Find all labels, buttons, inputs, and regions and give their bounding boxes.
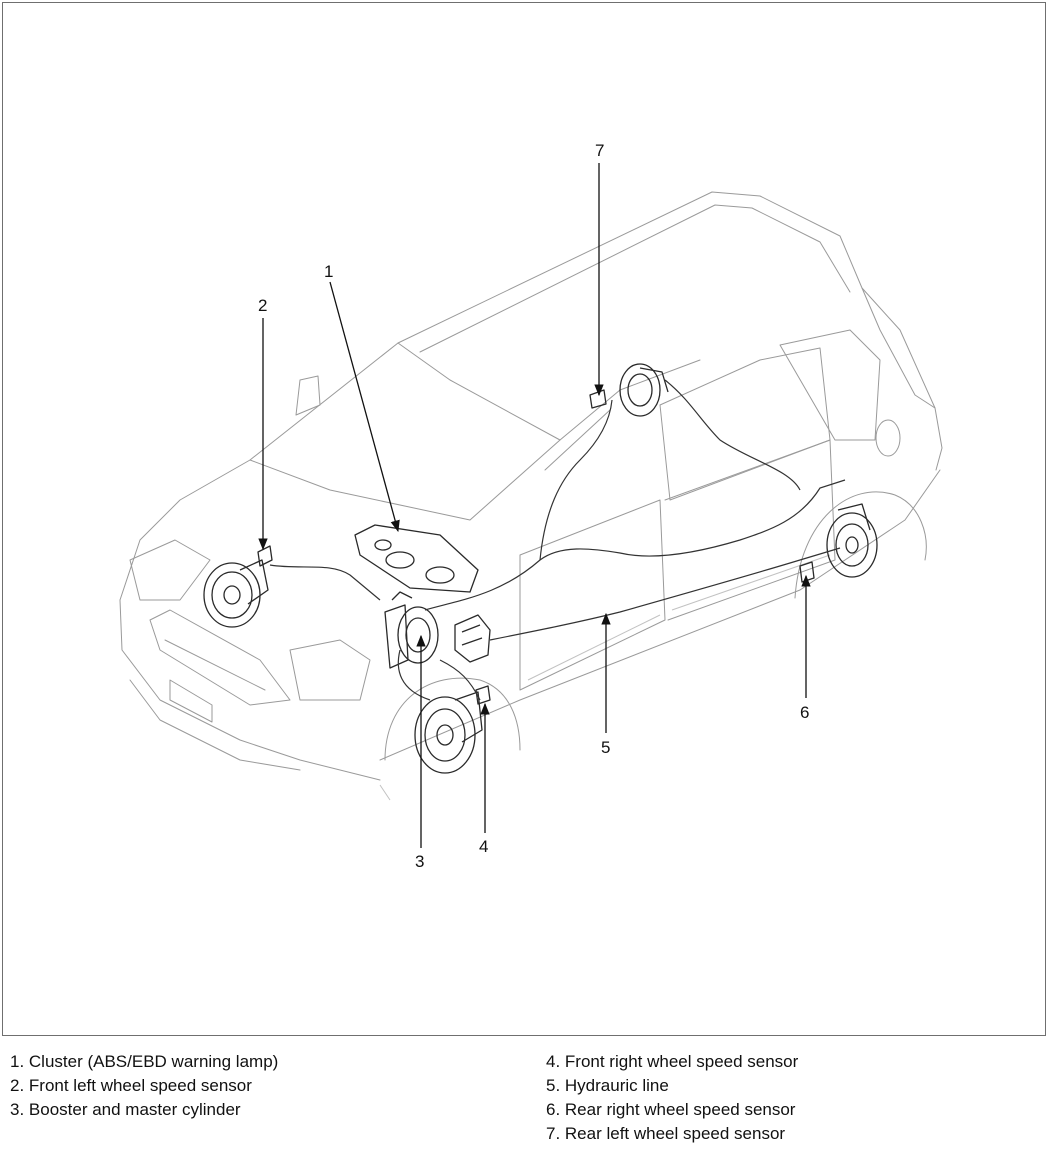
booster-master-cylinder: [384, 591, 439, 669]
cluster-instrument-panel: [354, 524, 479, 593]
legend-item-1: 1. Cluster (ABS/EBD warning lamp): [10, 1052, 279, 1071]
leader-lines: [258, 163, 811, 848]
rear-right-brake-disc: [826, 503, 878, 578]
legend-right-column: 4. Front right wheel speed sensor 5. Hyd…: [546, 1050, 798, 1146]
legend-item-6: 6. Rear right wheel speed sensor: [546, 1100, 796, 1119]
front-left-brake-disc: [203, 559, 269, 628]
leader-1: [329, 281, 400, 533]
brake-components: [203, 363, 878, 774]
callout-1: 1: [324, 262, 333, 281]
hydraulic-lines: [269, 379, 846, 701]
callout-4: 4: [479, 837, 488, 856]
abs-modulator: [454, 614, 491, 663]
diagram-frame: [2, 2, 1046, 1036]
legend-left-column: 1. Cluster (ABS/EBD warning lamp) 2. Fro…: [10, 1050, 278, 1122]
car-body-outline: [119, 191, 943, 801]
callout-5: 5: [601, 738, 610, 757]
front-right-brake-disc: [414, 691, 483, 774]
callout-3: 3: [415, 852, 424, 871]
rear-left-brake-disc: [619, 363, 669, 417]
legend-item-5: 5. Hydrauric line: [546, 1076, 669, 1095]
legend-item-7: 7. Rear left wheel speed sensor: [546, 1124, 786, 1143]
legend-item-4: 4. Front right wheel speed sensor: [546, 1052, 799, 1071]
callout-6: 6: [800, 703, 809, 722]
legend-item-3: 3. Booster and master cylinder: [10, 1100, 241, 1119]
callout-7: 7: [595, 141, 604, 160]
rear-left-sensor: [589, 389, 607, 409]
front-right-sensor: [475, 685, 491, 705]
front-left-sensor: [257, 545, 273, 567]
legend-item-2: 2. Front left wheel speed sensor: [10, 1076, 252, 1095]
callout-2: 2: [258, 296, 267, 315]
